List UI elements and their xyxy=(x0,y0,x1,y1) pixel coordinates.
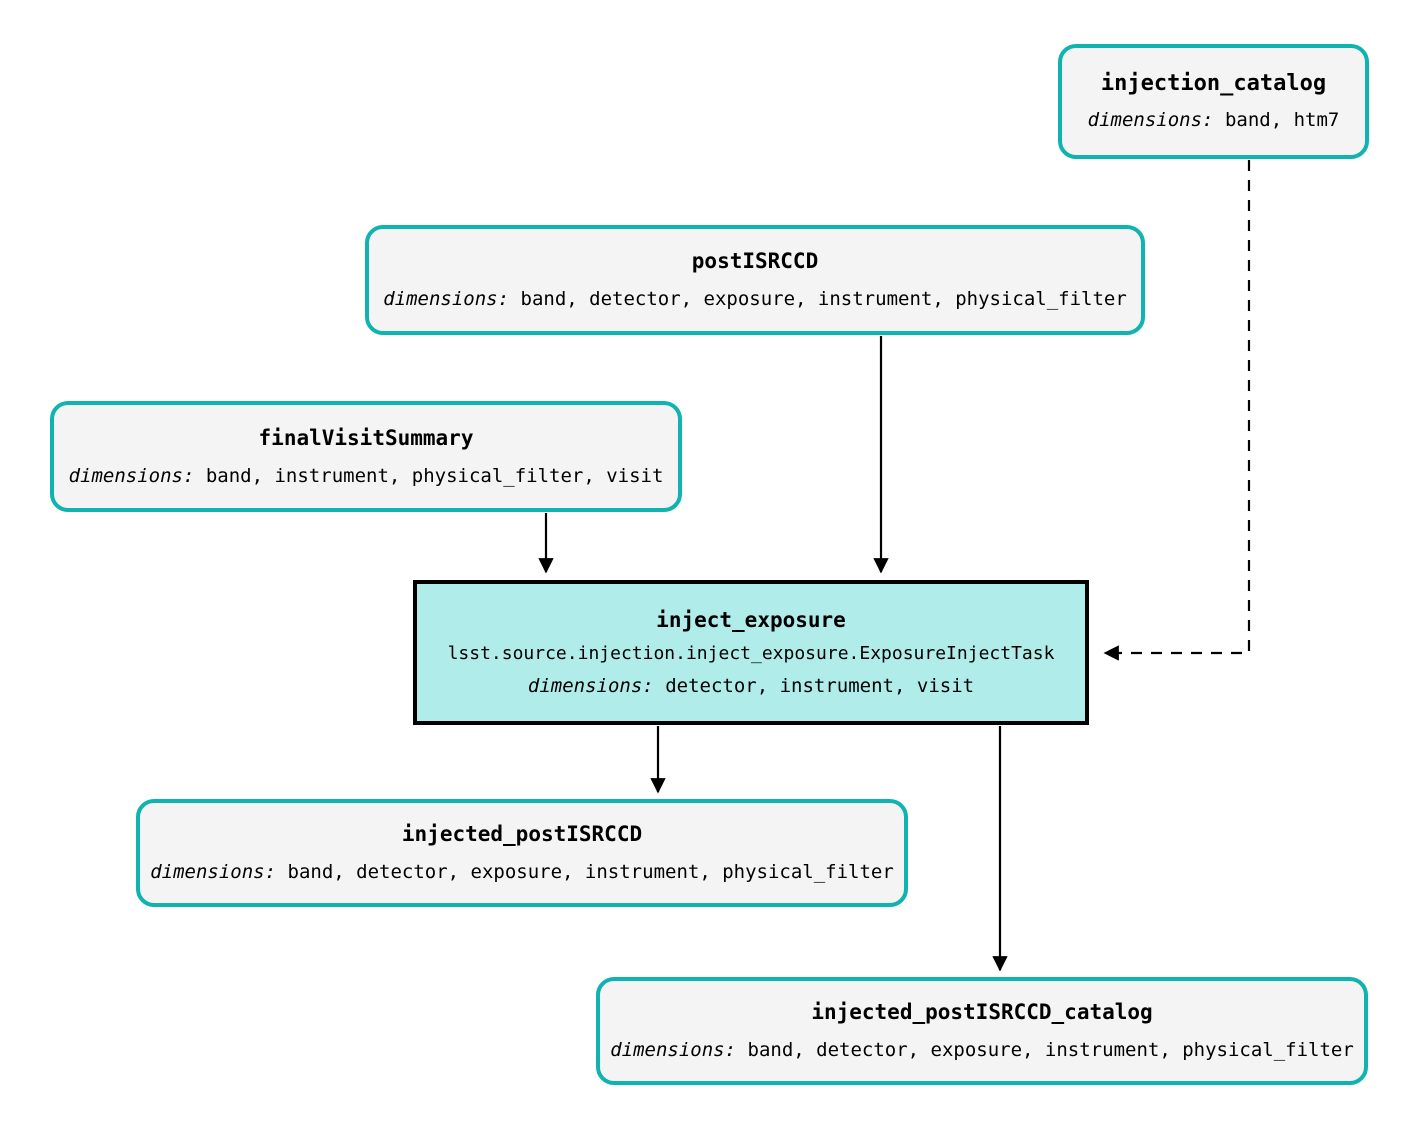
node-postisrccd[interactable]: postISRCCD dimensions: band, detector, e… xyxy=(365,225,1145,335)
node-title: finalVisitSummary xyxy=(258,425,474,450)
dimensions-value: band, htm7 xyxy=(1224,109,1340,132)
node-dimensions: dimensions: band, detector, exposure, in… xyxy=(383,289,1127,310)
dimensions-value: band, detector, exposure, instrument, ph… xyxy=(287,861,894,884)
dimensions-value: band, detector, exposure, instrument, ph… xyxy=(520,288,1127,311)
dimensions-value: band, detector, exposure, instrument, ph… xyxy=(747,1039,1354,1062)
node-dimensions: dimensions: band, htm7 xyxy=(1088,110,1340,131)
dimensions-value: band, instrument, physical_filter, visit xyxy=(205,464,664,487)
node-finalvisitsummary[interactable]: finalVisitSummary dimensions: band, inst… xyxy=(50,401,682,512)
dimensions-label: dimensions: xyxy=(1087,109,1214,132)
node-inject-exposure-task[interactable]: inject_exposure lsst.source.injection.in… xyxy=(413,580,1089,725)
dimensions-value: detector, instrument, visit xyxy=(665,674,975,697)
node-title: injected_postISRCCD_catalog xyxy=(811,1000,1153,1024)
task-class-name: lsst.source.injection.inject_exposure.Ex… xyxy=(447,642,1055,664)
dimensions-label: dimensions: xyxy=(68,464,195,487)
node-dimensions: dimensions: band, detector, exposure, in… xyxy=(610,1040,1354,1061)
node-dimensions: dimensions: band, instrument, physical_f… xyxy=(68,464,664,487)
node-title: injection_catalog xyxy=(1100,70,1327,96)
node-dimensions: dimensions: detector, instrument, visit xyxy=(527,674,975,697)
dimensions-label: dimensions: xyxy=(527,674,654,697)
node-injected-postisrccd-catalog[interactable]: injected_postISRCCD_catalog dimensions: … xyxy=(596,977,1368,1085)
dimensions-label: dimensions: xyxy=(610,1039,737,1062)
node-injection-catalog[interactable]: injection_catalog dimensions: band, htm7 xyxy=(1058,44,1369,159)
dimensions-label: dimensions: xyxy=(383,288,510,311)
node-injected-postisrccd[interactable]: injected_postISRCCD dimensions: band, de… xyxy=(136,799,908,907)
dimensions-label: dimensions: xyxy=(150,861,277,884)
node-title: injected_postISRCCD xyxy=(401,822,643,846)
node-dimensions: dimensions: band, detector, exposure, in… xyxy=(150,862,894,883)
node-title: inject_exposure xyxy=(656,607,846,632)
node-title: postISRCCD xyxy=(691,249,819,273)
